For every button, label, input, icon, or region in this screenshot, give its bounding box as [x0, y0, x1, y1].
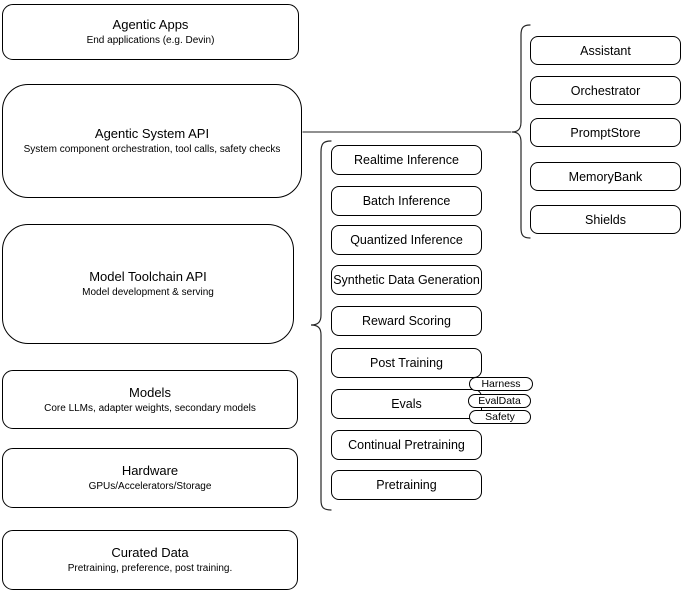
toolchain-box-label: Evals	[391, 397, 422, 411]
system-box-promptstore: PromptStore	[530, 118, 681, 147]
toolchain-box-evals: Evals	[331, 389, 482, 419]
toolchain-box-label: Quantized Inference	[350, 233, 463, 247]
layer-box-model-toolchain-api: Model Toolchain API Model development & …	[2, 224, 294, 344]
layer-subtitle: Pretraining, preference, post training.	[67, 563, 233, 574]
layer-box-models: Models Core LLMs, adapter weights, secon…	[2, 370, 298, 429]
toolchain-box-post-training: Post Training	[331, 348, 482, 378]
layer-title: Agentic System API	[94, 126, 210, 141]
toolchain-box-label: Continual Pretraining	[348, 438, 465, 452]
layer-subtitle: Model development & serving	[82, 287, 214, 298]
eval-tag-pill-evaldata: EvalData	[468, 394, 531, 408]
toolchain-box-reward-scoring: Reward Scoring	[331, 306, 482, 336]
layer-box-curated-data: Curated Data Pretraining, preference, po…	[2, 530, 298, 590]
layer-title: Model Toolchain API	[89, 269, 207, 284]
system-box-assistant: Assistant	[530, 36, 681, 65]
system-box-shields: Shields	[530, 205, 681, 234]
system-box-memorybank: MemoryBank	[530, 162, 681, 191]
toolchain-box-label: Reward Scoring	[362, 314, 451, 328]
layer-subtitle: GPUs/Accelerators/Storage	[88, 481, 212, 492]
layer-box-agentic-system-api: Agentic System API System component orch…	[2, 84, 302, 198]
toolchain-box-label: Batch Inference	[362, 194, 451, 208]
eval-tag-pill-safety: Safety	[469, 410, 531, 424]
toolchain-group-brace	[310, 140, 332, 511]
layer-box-hardware: Hardware GPUs/Accelerators/Storage	[2, 448, 298, 508]
layer-subtitle: Core LLMs, adapter weights, secondary mo…	[44, 402, 256, 414]
toolchain-box-synthetic-data-generation: Synthetic Data Generation	[331, 265, 482, 295]
layer-title: Models	[129, 384, 171, 400]
toolchain-box-label: Post Training	[370, 356, 443, 370]
system-box-label: Orchestrator	[570, 83, 641, 98]
eval-tag-pill-harness: Harness	[469, 377, 533, 391]
eval-tag-label: Safety	[485, 411, 515, 423]
system-group-brace	[511, 24, 531, 239]
layer-subtitle: End applications (e.g. Devin)	[86, 35, 215, 46]
eval-tag-label: Harness	[481, 378, 521, 390]
eval-tag-label: EvalData	[478, 395, 521, 407]
layer-subtitle: System component orchestration, tool cal…	[23, 144, 281, 155]
toolchain-box-quantized-inference: Quantized Inference	[331, 225, 482, 255]
toolchain-box-realtime-inference: Realtime Inference	[331, 145, 482, 175]
toolchain-box-continual-pretraining: Continual Pretraining	[331, 430, 482, 460]
layer-title: Agentic Apps	[112, 17, 189, 32]
toolchain-box-label: Synthetic Data Generation	[333, 273, 480, 287]
toolchain-box-label: Pretraining	[376, 478, 437, 492]
toolchain-box-batch-inference: Batch Inference	[331, 186, 482, 216]
system-box-label: Shields	[585, 212, 626, 227]
toolchain-box-pretraining: Pretraining	[331, 470, 482, 500]
system-box-label: Assistant	[580, 43, 631, 58]
system-box-label: PromptStore	[570, 125, 641, 140]
layer-title: Curated Data	[111, 545, 189, 560]
toolchain-box-label: Realtime Inference	[354, 153, 459, 167]
system-box-orchestrator: Orchestrator	[530, 76, 681, 105]
layer-title: Hardware	[121, 463, 179, 478]
layer-box-agentic-apps: Agentic Apps End applications (e.g. Devi…	[2, 4, 299, 60]
system-box-label: MemoryBank	[568, 169, 643, 184]
